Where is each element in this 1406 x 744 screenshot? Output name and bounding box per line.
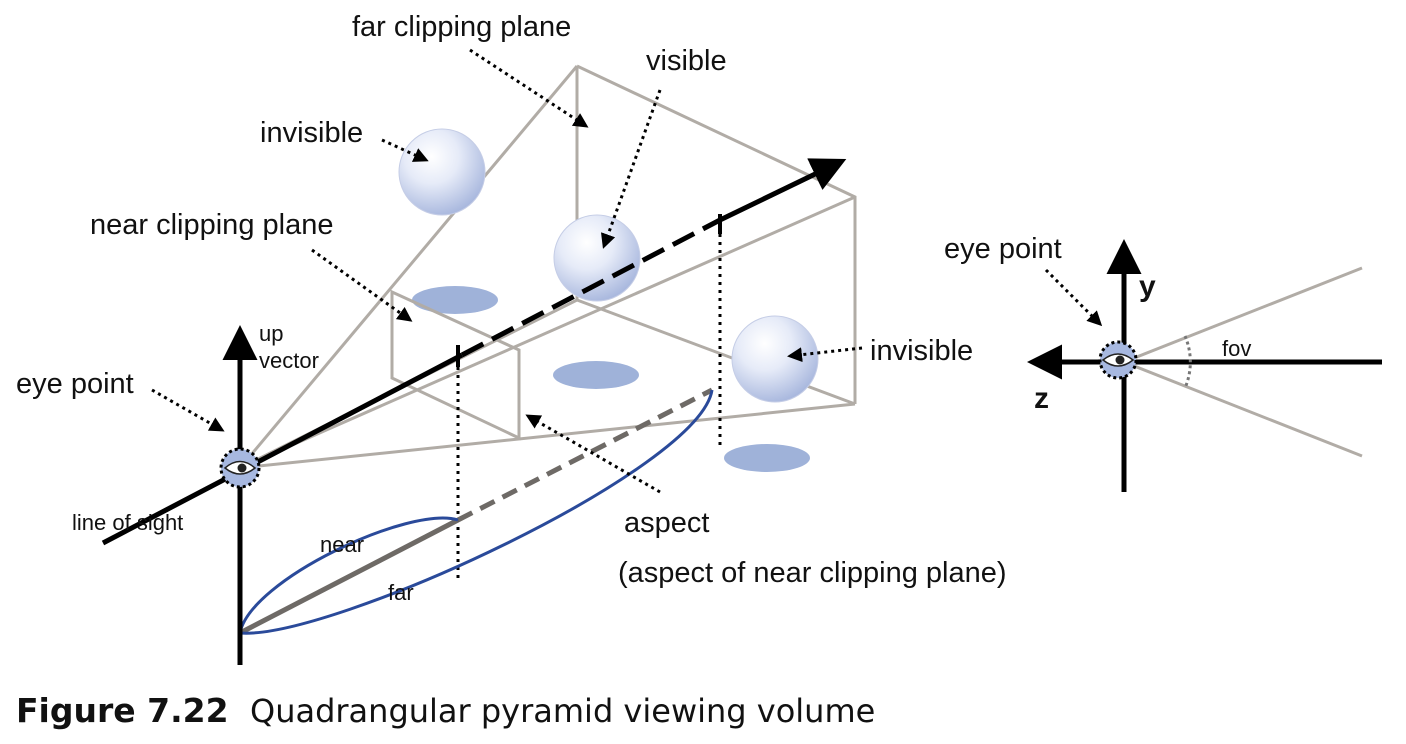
label-eye-point-right: eye point — [944, 233, 1062, 265]
figure-number: Figure 7.22 — [16, 691, 229, 730]
pointer-arrows — [151, 48, 863, 494]
label-fov: fov — [1222, 336, 1251, 361]
fov-edge-top — [1123, 266, 1363, 364]
shadow-far — [724, 444, 810, 472]
fov-arc — [1183, 335, 1192, 389]
label-vector: vector — [259, 348, 319, 373]
figure-title: Quadrangular pyramid viewing volume — [250, 692, 875, 730]
eye-icon — [219, 447, 261, 489]
far-bracket — [239, 389, 714, 635]
label-invisible-right: invisible — [870, 335, 973, 367]
sphere-visible — [553, 214, 641, 302]
label-aspect-note: (aspect of near clipping plane) — [618, 557, 1007, 589]
label-eye-point-left: eye point — [16, 368, 134, 400]
shadow-middle — [553, 361, 639, 389]
label-axis-z: z — [1034, 382, 1049, 415]
near-clipping-plane-shape — [390, 289, 521, 441]
near-distance-line — [238, 517, 460, 636]
label-axis-y: y — [1139, 270, 1156, 303]
line-of-sight-axis — [101, 158, 847, 546]
sphere-invisible-top — [398, 128, 486, 216]
label-near: near — [320, 532, 364, 557]
shadow-near — [412, 286, 498, 314]
eye-icon — [1098, 340, 1138, 380]
label-up: up — [259, 321, 283, 346]
label-far: far — [388, 580, 414, 605]
near-bracket — [238, 516, 459, 634]
sphere-invisible-right — [731, 315, 819, 403]
label-line-of-sight: line of sight — [72, 510, 183, 535]
far-distance-dashed — [456, 387, 714, 523]
label-near-clipping-plane: near clipping plane — [90, 209, 333, 241]
fov-edge-bottom — [1123, 360, 1363, 458]
label-aspect: aspect — [624, 507, 709, 539]
side-view: eye point y z fov — [944, 233, 1382, 492]
label-visible: visible — [646, 45, 727, 77]
label-invisible-top: invisible — [260, 117, 363, 149]
eye-point-right-pointer — [1044, 268, 1103, 327]
label-far-clipping-plane: far clipping plane — [352, 11, 571, 43]
